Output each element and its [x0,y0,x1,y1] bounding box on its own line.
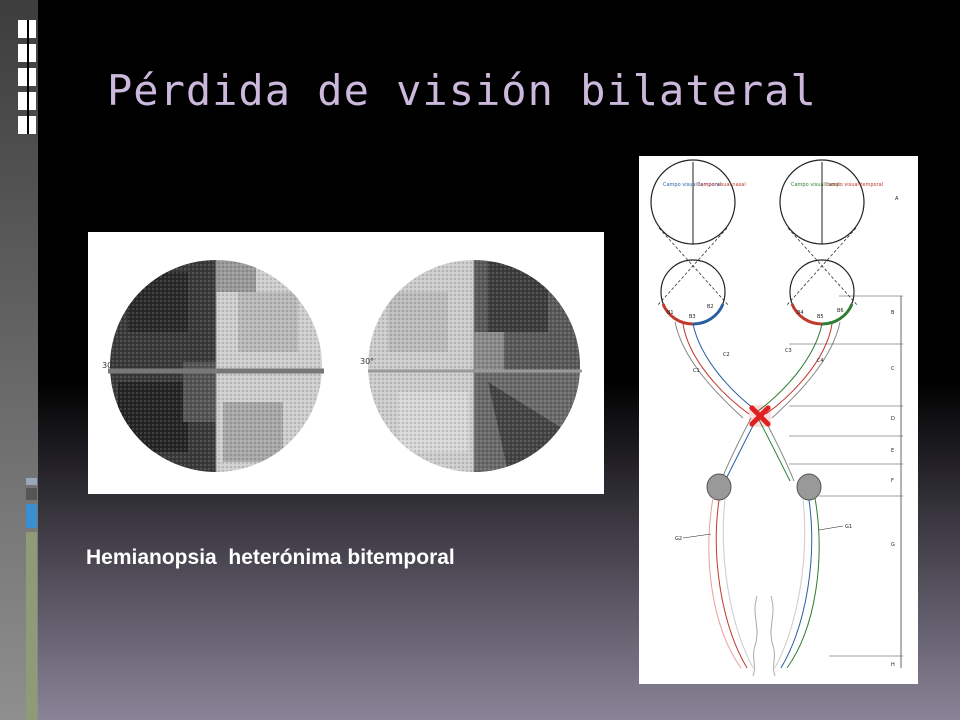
figure-caption: Hemianopsia heterónima bitemporal [86,546,455,569]
section-b: B [891,310,895,316]
right-temporal-label: Campo visual temporal [825,182,883,188]
label-c1: C1 [693,368,700,374]
deco-square [26,478,37,485]
optic-nerves [674,321,841,482]
deco-square [27,20,29,134]
label-b1: B1 [667,310,674,316]
left-degree-mark: 30° [102,361,116,370]
section-e: E [891,448,894,454]
label-b6: B6 [837,308,844,314]
left-lgn [706,473,732,501]
label-c4: C4 [817,358,824,364]
slide-title: Pérdida de visión bilateral [107,66,817,115]
visual-pathway-diagram: Campo visual temporal Campo visual nasal… [639,156,918,684]
visual-field-plots: 30° 30° [102,260,582,472]
section-g: G [891,542,895,548]
section-a: A [895,196,899,202]
right-nasal-label: Campo visual nasal [791,182,840,188]
label-b3: B3 [689,314,696,320]
visual-pathway-svg: Campo visual temporal Campo visual nasal… [650,159,903,677]
section-scale-ticks [789,295,903,657]
right-degree-mark: 30° [360,357,374,366]
section-d: D [891,416,895,422]
label-c3: C3 [785,348,792,354]
deco-square [26,504,37,528]
chiasm-lesion-marker [749,405,771,427]
label-c2: C2 [723,352,730,358]
section-c: C [891,366,895,372]
deco-square [26,532,37,720]
projection-lines [656,227,859,307]
optic-radiations [708,497,820,669]
label-g1: G1 [845,524,852,530]
left-nasal-label: Campo visual nasal [697,182,746,188]
label-b2: B2 [707,304,714,310]
right-lgn [796,473,822,501]
label-g2: G2 [675,536,682,542]
deco-square [26,488,37,500]
label-b5: B5 [817,314,824,320]
section-h: H [891,662,895,668]
visual-field-image: 30° 30° [88,232,604,494]
section-f: F [891,478,894,484]
label-b4: B4 [797,310,804,316]
occipital-cortex [752,595,776,677]
left-temporal-label: Campo visual temporal [663,182,721,188]
